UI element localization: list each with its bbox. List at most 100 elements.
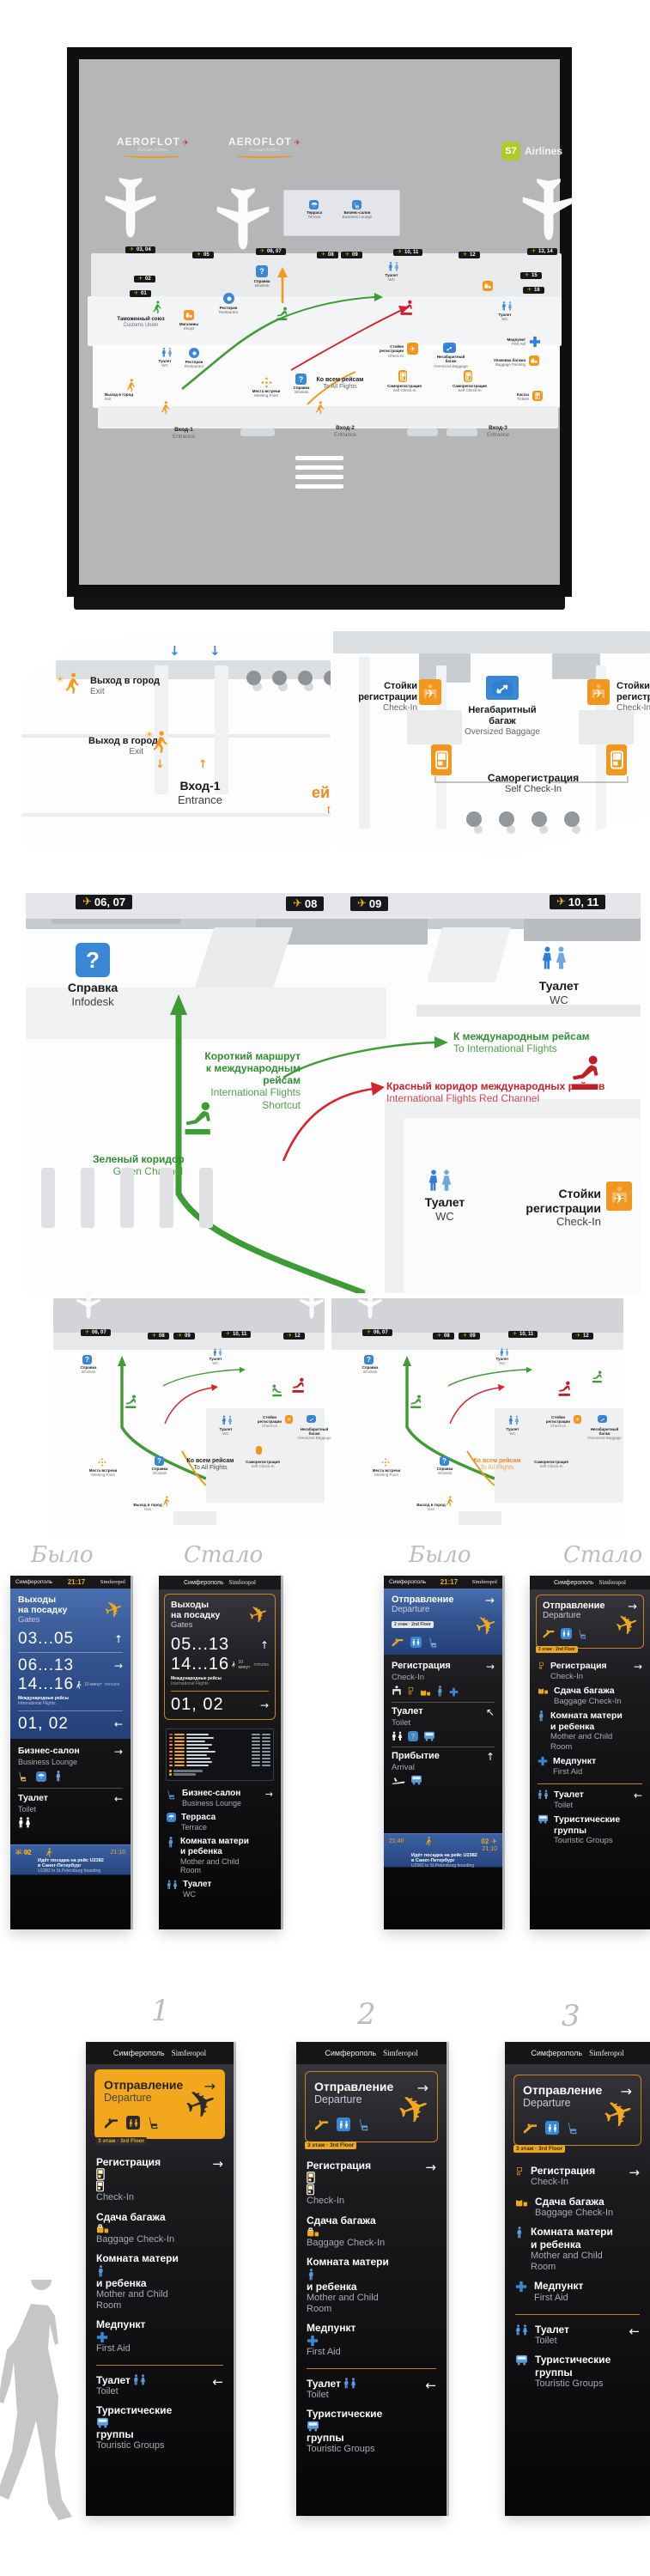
departure-amenity-icons: [104, 2116, 216, 2129]
restaurant-icon: [189, 348, 199, 358]
channel-routes: [170, 994, 448, 1293]
departure-amenity-icons: [543, 1628, 637, 1639]
sun-icon: ☀: [145, 729, 154, 740]
first-aid-icon: [529, 336, 541, 348]
gate-sign: ✈13, 14: [527, 248, 557, 255]
red-channel-officer-icon: [398, 300, 416, 317]
wc-icon: [428, 1170, 453, 1192]
oversized-baggage-icon: [443, 343, 456, 353]
tickets-icon: [532, 391, 543, 401]
checkin-desk-icon: ✈: [419, 679, 441, 705]
checkin-icons-row: [392, 1686, 495, 1697]
handwritten-after: Стало: [563, 1542, 643, 1568]
gate-sign: ✈03, 04: [125, 246, 155, 253]
restaurant-icon: [223, 293, 234, 304]
gate-sign: ✈08: [286, 896, 325, 911]
exit-icon: [316, 401, 325, 415]
green-channel-officer-icon: [275, 307, 290, 322]
gate-sign: ✈08: [317, 252, 338, 258]
gate-sign: ✈10, 11: [550, 895, 606, 909]
lounge-icon: [352, 200, 361, 210]
gate-sign: ✈01: [130, 290, 151, 297]
exit-person-icon: [66, 672, 80, 695]
checkin-desk-icon: ✈: [606, 1182, 632, 1211]
gate-sign: ✈12: [459, 252, 480, 258]
self-checkin-kiosk-icon: [431, 744, 452, 775]
walker-icon: [76, 1680, 82, 1690]
self-checkin-kiosk-icon: [464, 370, 472, 382]
gate-sign: ✈02: [134, 276, 155, 283]
waiting-chairs: [466, 811, 580, 827]
seat-icon: [428, 1637, 439, 1648]
amenity-icons: [18, 1771, 123, 1782]
departure-amenity-icons: [314, 2117, 428, 2131]
meeting-point-icon: [261, 377, 272, 388]
seat-icon: [18, 1771, 28, 1782]
self-checkin-kiosk-icon: [398, 370, 407, 382]
departure-amenity-icons: [392, 1637, 495, 1648]
oversized-baggage-icon: [486, 676, 519, 700]
vehicle: [446, 428, 477, 436]
checkin-icon: ✈: [407, 343, 418, 355]
infodesk-icon: ?: [76, 943, 110, 977]
sun-icon: ☀: [56, 674, 64, 685]
escalator-icon: [392, 1637, 404, 1648]
flight-information-board: [166, 1728, 274, 1781]
handwritten-before: Было: [31, 1542, 94, 1568]
baggage-packing-icon: [529, 355, 539, 366]
vehicle: [407, 428, 438, 436]
to-all-flights-cut-en: ts: [327, 803, 337, 816]
routes-overlay: [181, 267, 409, 405]
down-arrow: ↓: [210, 643, 221, 659]
exit-person-icon: [154, 731, 168, 754]
waiting-chairs: [246, 671, 331, 685]
infodesk-icon: ?: [295, 374, 307, 385]
baggage-belts: [41, 1168, 213, 1228]
handwritten-number-3: 3: [562, 1999, 580, 2033]
aeroflot-logo: AEROFLOT ✈ Russian Airlines: [112, 135, 194, 158]
wc-icon: [388, 262, 399, 271]
gate-sign: ✈16: [523, 287, 544, 294]
wc-icon: [501, 301, 513, 311]
gate-sign: ✈06, 07: [76, 895, 133, 909]
up-arrow: ↑: [198, 758, 208, 771]
down-arrow: ↓: [169, 643, 180, 659]
aeroflot-logo: AEROFLOT ✈ Russian Airlines: [223, 135, 306, 158]
terrace-icon: [309, 200, 319, 210]
poster-pedestal: [74, 597, 565, 610]
down-arrow: ↓: [155, 758, 165, 771]
handwritten-number-2: 2: [357, 1997, 376, 2032]
gate-sign: ✈15: [520, 272, 542, 279]
toilet-icons-row: ?: [392, 1731, 495, 1741]
handwritten-number-1: 1: [151, 1994, 170, 2028]
checkin-desk-icon: ✈: [587, 679, 610, 705]
shops-icon: [483, 281, 493, 291]
wc-icon: [161, 348, 173, 357]
self-checkin-bracket: [434, 776, 629, 783]
framed-terminal-poster: AEROFLOT ✈ Russian Airlines AEROFLOT ✈ R…: [67, 47, 572, 597]
gate-sign: ✈10, 11: [393, 249, 423, 256]
terrace-block: [283, 190, 400, 236]
mother-child-icon: [54, 1771, 63, 1782]
exit-icon: [161, 401, 170, 415]
gate-sign: ✈06, 07: [256, 248, 286, 255]
handwritten-before: Было: [409, 1542, 471, 1568]
arrival-icons-row: [392, 1775, 495, 1785]
handwritten-after: Стало: [184, 1542, 264, 1568]
infodesk-icon: ?: [256, 265, 268, 277]
gate-sign: ✈09: [350, 896, 389, 911]
exit-icon: [127, 379, 136, 392]
